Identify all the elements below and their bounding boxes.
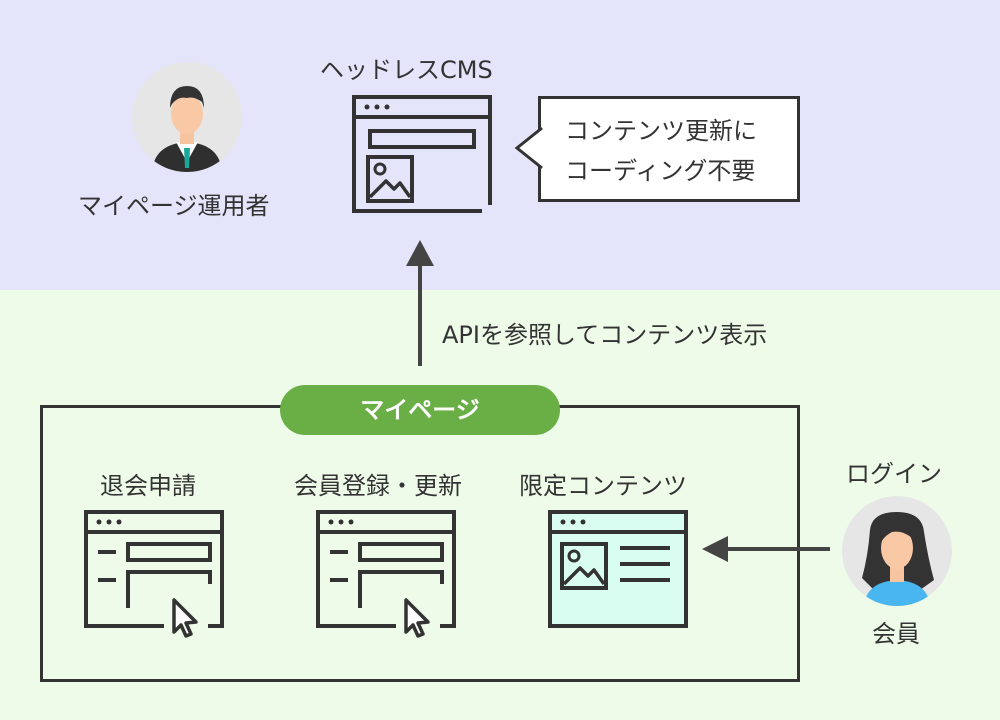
limited-content-window-icon [548, 510, 688, 628]
member-person-icon [862, 512, 934, 606]
site-area-background [0, 290, 1000, 720]
member-label: 会員 [872, 620, 920, 648]
mypage-title-badge: マイページ [280, 385, 560, 435]
withdrawal-form-icon [84, 510, 224, 638]
login-arrow-left-icon [702, 536, 830, 562]
benefit-bubble: コンテンツ更新に コーディング不要 [538, 96, 800, 202]
operator-avatar [132, 62, 242, 172]
cms-window-icon [352, 95, 492, 213]
cms-label: ヘッドレスCMS [320, 56, 493, 84]
member-avatar [842, 496, 952, 606]
login-label: ログイン [846, 460, 942, 488]
item-label-withdrawal: 退会申請 [100, 472, 196, 500]
bubble-line-2: コーディング不要 [565, 157, 756, 185]
item-label-limited-content: 限定コンテンツ [519, 472, 687, 500]
api-label: APIを参照してコンテンツ表示 [442, 321, 768, 349]
item-label-registration: 会員登録・更新 [294, 472, 462, 500]
operator-person-icon [152, 86, 222, 172]
bubble-tail [514, 126, 543, 170]
bubble-line-1: コンテンツ更新に [565, 117, 757, 145]
registration-form-icon [316, 510, 456, 638]
operator-label: マイページ運用者 [78, 192, 270, 220]
api-arrow-up-icon [406, 240, 434, 366]
